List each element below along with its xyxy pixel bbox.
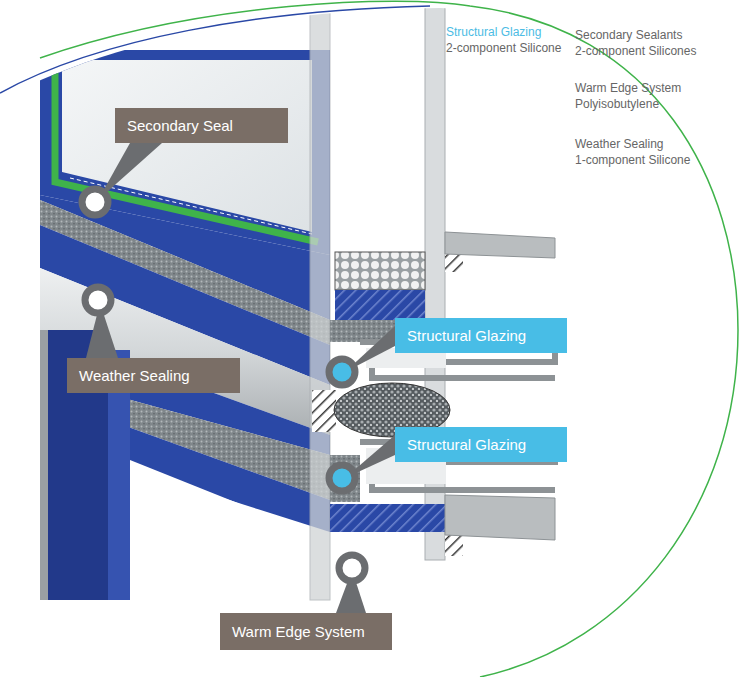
lower-glass	[130, 460, 310, 600]
callout-text: Structural Glazing	[407, 327, 526, 345]
callout-text: Warm Edge System	[232, 623, 365, 641]
callout-box: Secondary Seal	[115, 108, 288, 143]
desiccant-spacer	[335, 252, 425, 290]
callout-box: Warm Edge System	[220, 613, 392, 650]
callout-marker	[85, 287, 111, 313]
material-type: 2-component Silicones	[575, 44, 696, 59]
callout-box: Weather Sealing	[67, 358, 240, 393]
secondary-seal-strip	[55, 58, 318, 242]
material-heading: Warm Edge System	[575, 81, 681, 96]
callout-marker	[82, 189, 108, 215]
outer-glass	[310, 0, 330, 600]
callout-text: Weather Sealing	[79, 367, 190, 385]
callout-box: Structural Glazing	[395, 318, 567, 353]
material-type: 1-component Silicone	[575, 153, 690, 168]
secondary-seal-section	[335, 290, 425, 320]
material-heading: Structural Glazing	[446, 25, 541, 40]
callout-box: Structural Glazing	[395, 427, 567, 462]
callout-marker	[329, 359, 355, 385]
callout-marker	[329, 465, 355, 491]
callout-marker	[339, 555, 365, 581]
profile-plate	[445, 495, 555, 540]
frame-arc	[40, 1, 738, 677]
glass-pane	[62, 60, 312, 232]
warm-edge-section	[330, 504, 445, 532]
callout-text: Structural Glazing	[407, 436, 526, 454]
material-type: 2-component Silicone	[446, 41, 561, 56]
weather-seal-section	[312, 390, 336, 432]
section-drawing	[40, 0, 555, 600]
sealant-section	[330, 455, 360, 502]
profile-plate	[445, 232, 555, 258]
frame-edge	[40, 330, 48, 600]
material-heading: Secondary Sealants	[575, 28, 682, 43]
material-type: Polyisobutylene	[575, 97, 659, 112]
material-heading: Weather Sealing	[575, 137, 664, 152]
callout-text: Secondary Seal	[127, 117, 233, 135]
